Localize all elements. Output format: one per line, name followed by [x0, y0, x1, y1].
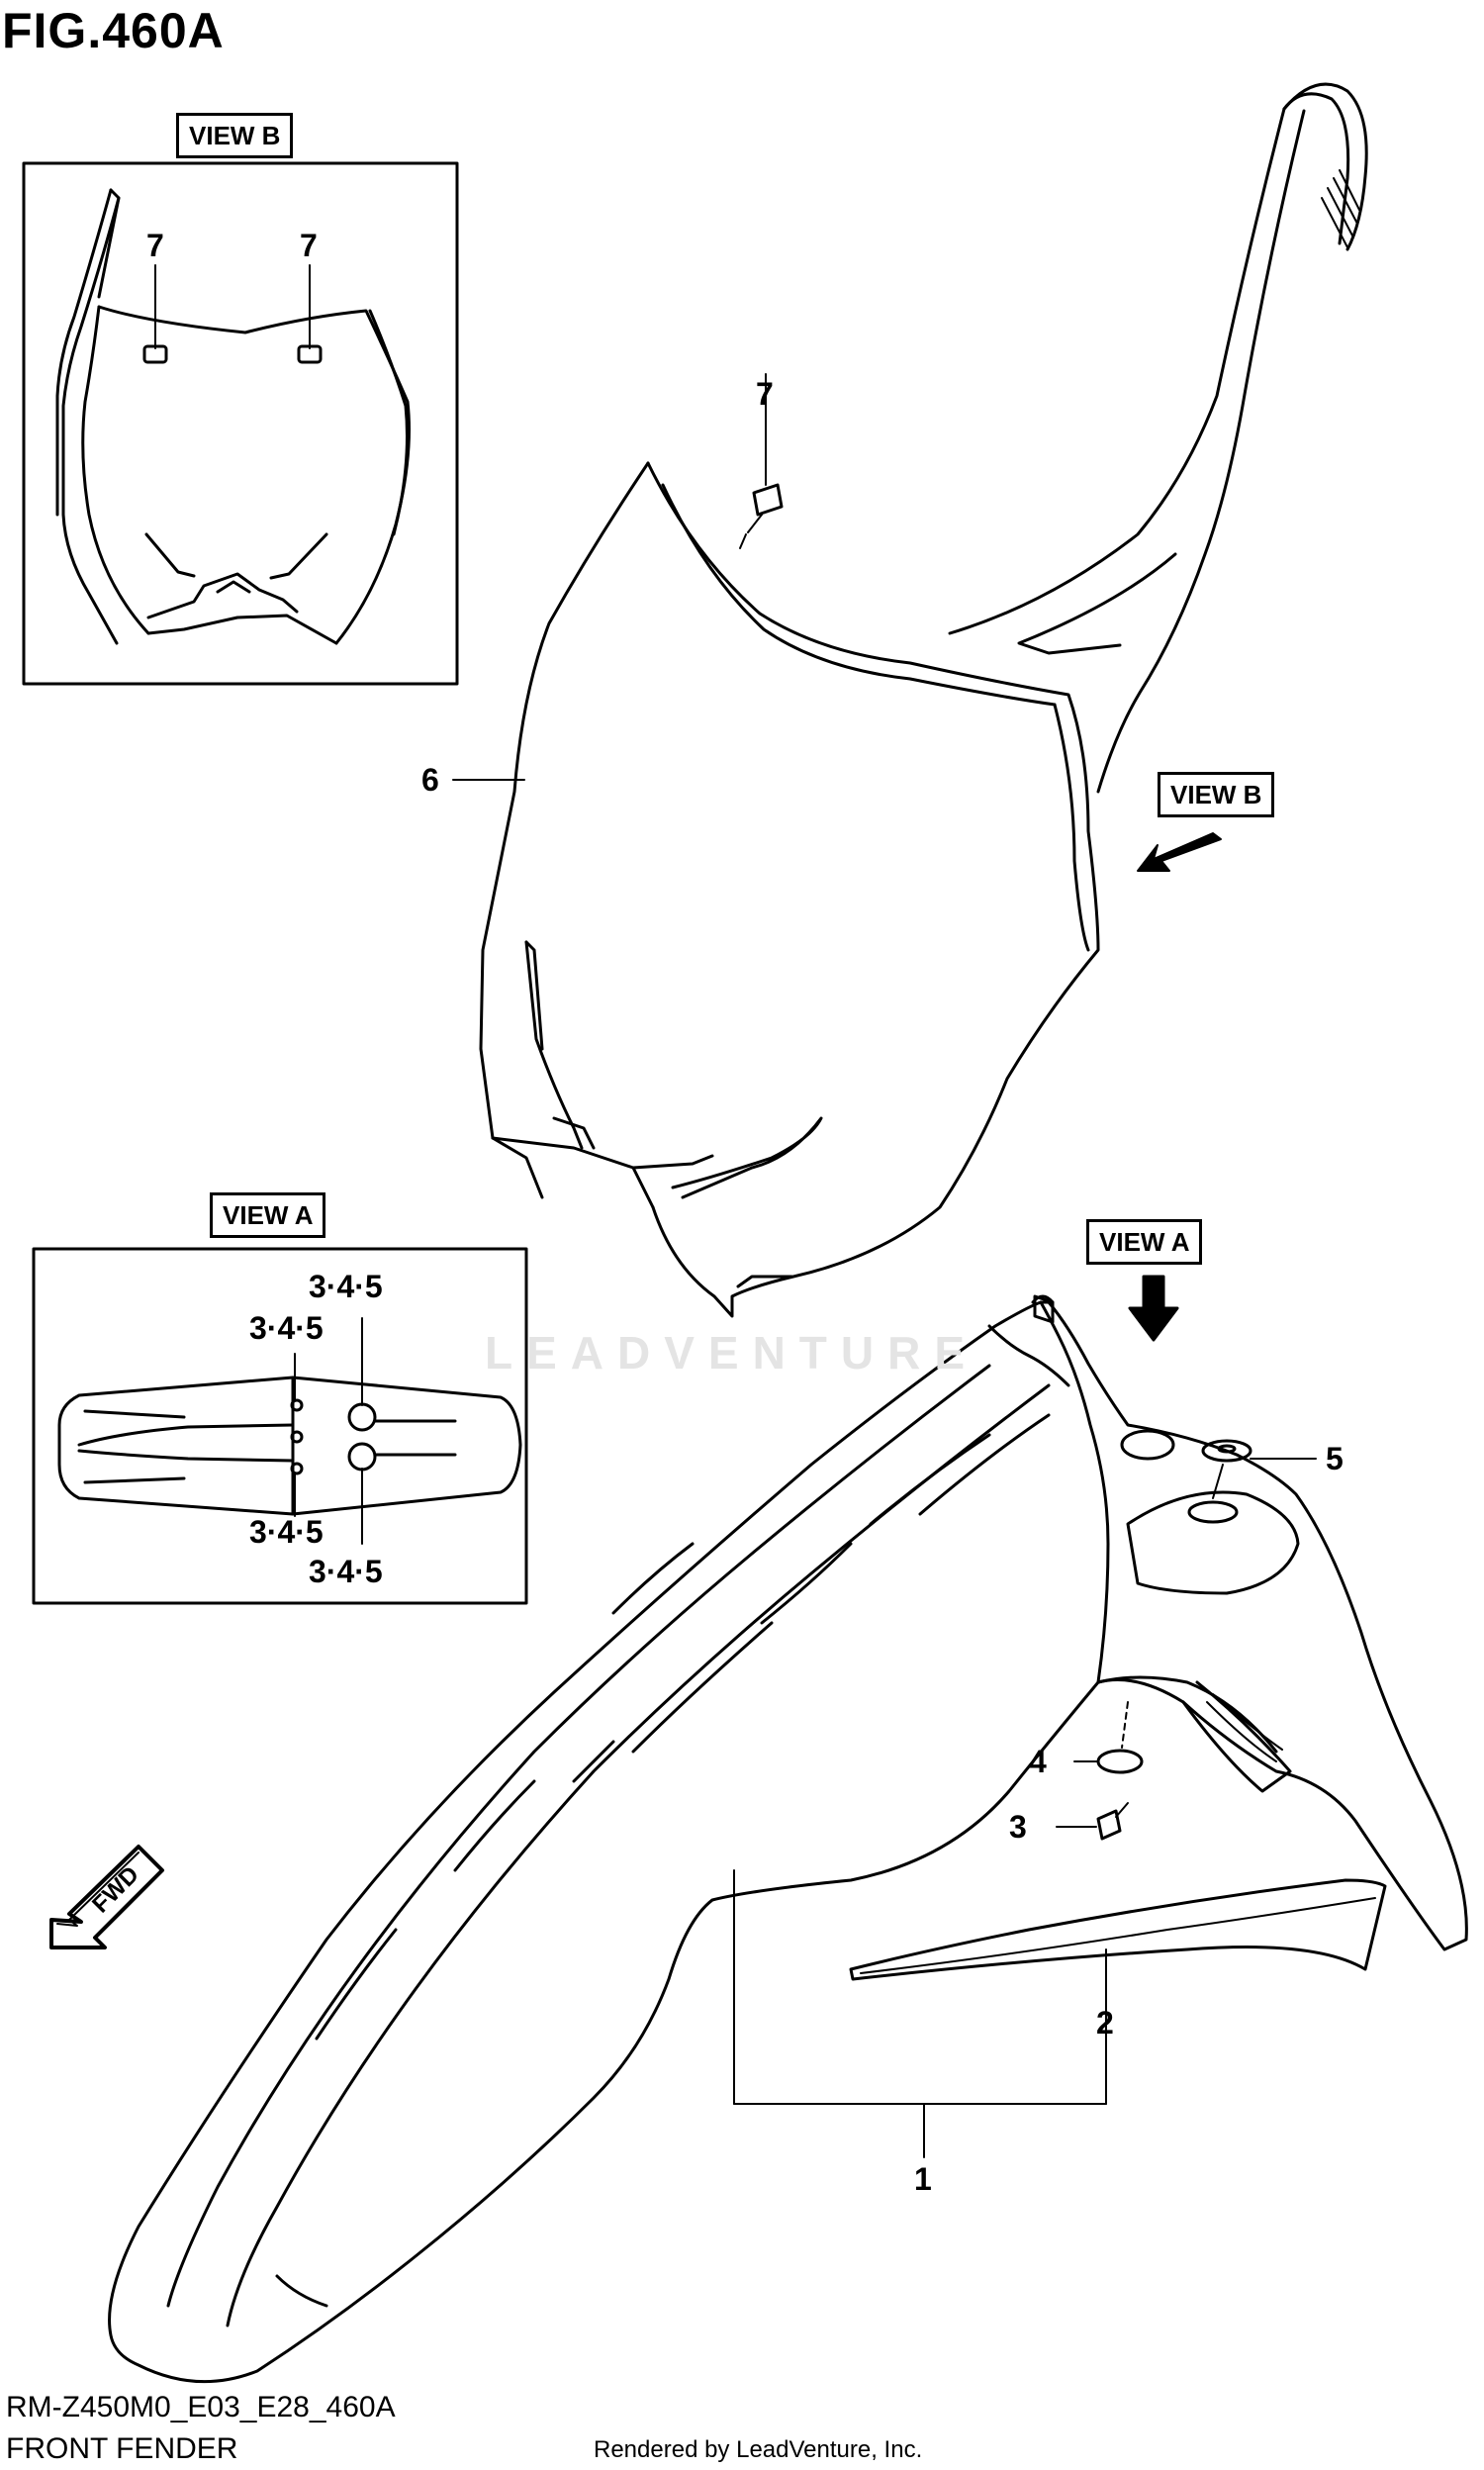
callout-3-4-5-bottom-left: 3·4·5 [249, 1514, 324, 1550]
view-b-tag-inset: VIEW B [176, 113, 294, 158]
callout-5: 5 [1326, 1441, 1344, 1476]
decal-drawing [849, 1878, 1387, 1981]
view-a-tag-inset: VIEW A [210, 1192, 326, 1238]
callout-3-4-5-top-left: 3·4·5 [249, 1310, 324, 1346]
callout-7-view-right: 7 [300, 228, 318, 263]
view-b-inset [22, 161, 459, 686]
view-b-arrow [1137, 832, 1222, 872]
callout-1: 1 [914, 2161, 932, 2197]
callout-7-main: 7 [756, 376, 774, 412]
number-plate-drawing [479, 82, 1368, 1318]
figure-code: RM-Z450M0_E03_E28_460A [6, 2391, 396, 2423]
callout-3-4-5-top-right: 3·4·5 [309, 1269, 383, 1304]
rendered-by: Rendered by LeadVenture, Inc. [594, 2436, 923, 2463]
fwd-arrow [49, 1845, 164, 1949]
figure-title: FIG.460A [2, 3, 225, 58]
bolt-7-drawing [739, 373, 784, 549]
small-parts-drawing [1056, 1439, 1317, 1841]
watermark: LEADVENTURE [485, 1327, 979, 1378]
front-fender-drawing [108, 1294, 1468, 2384]
callout-4: 4 [1029, 1744, 1047, 1779]
leader-lines [452, 779, 1107, 2158]
callout-2: 2 [1096, 2005, 1114, 2041]
callout-3: 3 [1009, 1809, 1027, 1845]
view-a-tag-main: VIEW A [1086, 1219, 1203, 1265]
callout-7-view-left: 7 [146, 228, 164, 263]
view-a-inset [32, 1247, 528, 1605]
callout-3-4-5-bottom-right: 3·4·5 [309, 1554, 383, 1589]
callout-6: 6 [421, 762, 439, 798]
figure-name: FRONT FENDER [6, 2432, 238, 2465]
view-a-arrow [1128, 1275, 1179, 1342]
view-b-tag-main: VIEW B [1158, 772, 1275, 817]
